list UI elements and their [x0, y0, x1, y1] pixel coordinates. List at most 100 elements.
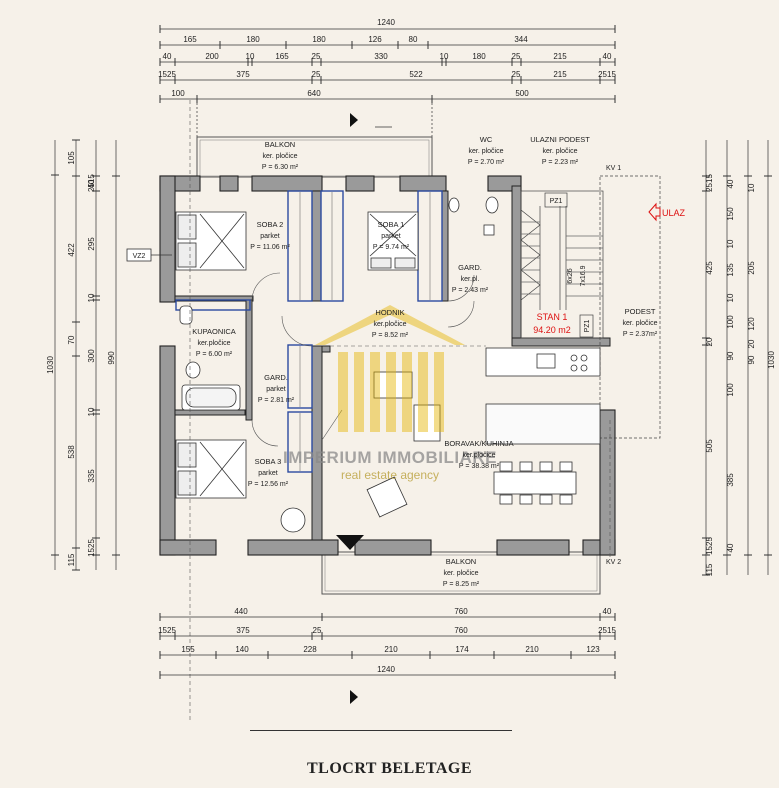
room-label-balkon-bottom: BALKON ker. pločice P = 8.25 m² — [443, 557, 480, 588]
dim-label: 100 — [171, 89, 185, 98]
room-name: PODEST — [625, 307, 656, 316]
dim-label: 538 — [67, 445, 76, 459]
dim-label: 522 — [409, 70, 423, 79]
entrance-marker: ULAZ — [648, 202, 686, 222]
dim-label: 500 — [515, 89, 529, 98]
unit-area: 94.20 m2 — [533, 325, 571, 335]
tag-vz2-text: VZ2 — [133, 253, 146, 260]
drawing-title: TLOCRT BELETAGE — [306, 760, 473, 777]
watermark-sub-text: real estate agency — [341, 468, 439, 482]
dim-label: 10 — [726, 239, 735, 248]
dimension-text-top: 1240 165 180 180 126 80 344 40 200 10 16… — [158, 18, 616, 98]
dimensions-top — [159, 25, 616, 140]
dim-label: 385 — [726, 473, 735, 487]
dim-label: 10 — [87, 293, 96, 302]
dim-left-overall: 1030 — [46, 356, 55, 374]
dim-label: 25 — [512, 52, 521, 61]
room-floor: ker. pločice — [262, 153, 297, 160]
dim-right-mid: 1030 — [767, 351, 776, 369]
room-label-soba2: SOBA 2 parket P = 11.06 m² — [250, 220, 290, 251]
bed-soba2 — [175, 211, 247, 271]
dim-label: 375 — [236, 626, 250, 635]
dim-label: 70 — [67, 335, 76, 344]
dim-label: 2515 — [705, 174, 714, 192]
room-label-wc: WC ker. pločice P = 2.70 m² — [468, 135, 505, 166]
entrance-arrow-icon — [648, 202, 661, 222]
room-area: P = 6.00 m² — [196, 351, 233, 358]
dim-label: 80 — [409, 35, 418, 44]
room-label-boravak: BORAVAK/KUHINJA ker.pločice P = 38.38 m² — [444, 439, 513, 470]
dining-table — [493, 461, 577, 505]
room-label-kupaonica: KUPAONICA ker.pločice P = 6.00 m² — [192, 327, 236, 358]
tag-pz1: PZ1 — [550, 198, 563, 205]
section-arrow-icon — [336, 535, 364, 550]
dim-label: 425 — [705, 261, 714, 275]
dim-label: 40 — [603, 607, 612, 616]
dim-label: 165 — [183, 35, 197, 44]
stair-spec: 6x26 — [567, 268, 574, 283]
room-label-soba3: SOBA 3 parket P = 12.56 m² — [248, 457, 289, 488]
dim-label: 115 — [67, 553, 76, 566]
watermark-logo-icon — [315, 305, 465, 432]
wardrobes — [175, 190, 443, 473]
dim-label: 115 — [705, 563, 714, 576]
section-markers — [336, 113, 392, 704]
dim-label: 10 — [87, 407, 96, 416]
dim-label: 228 — [303, 645, 317, 654]
dim-label: 215 — [553, 52, 567, 61]
room-floor: ker. pločice — [542, 148, 577, 155]
dim-label: 330 — [374, 52, 388, 61]
room-label-ulazni-podest: ULAZNI PODEST ker. pločice P = 2.23 m² — [530, 135, 590, 166]
tag-pz1: PZ1 — [584, 319, 591, 332]
room-area: P = 8.25 m² — [443, 581, 480, 588]
room-name: ULAZNI PODEST — [530, 135, 590, 144]
balcony-bottom — [321, 551, 601, 595]
room-label-gard1: GARD. ker.pl. P = 2.43 m² — [452, 263, 489, 294]
room-floor: parket — [381, 233, 401, 240]
dim-label: 20 — [705, 337, 714, 346]
dim-label: 180 — [312, 35, 326, 44]
wardrobe-hatch — [299, 192, 431, 471]
dim-label: 10 — [440, 52, 449, 61]
entrance-label: ULAZ — [662, 208, 686, 218]
bathroom-fixtures — [179, 196, 499, 411]
dim-label: 25 — [312, 52, 321, 61]
dim-left-mid: 990 — [107, 351, 116, 365]
room-area: P = 6.30 m² — [262, 164, 299, 171]
dim-label: 2515 — [87, 174, 96, 192]
watermark: IMPERIUM IMMOBILIARE real estate agency — [283, 305, 497, 482]
doors — [251, 272, 475, 447]
dim-label: 1525 — [158, 70, 176, 79]
opening-lines — [189, 100, 611, 720]
dim-label: 90 — [726, 351, 735, 360]
room-floor: ker.pločice — [197, 340, 230, 347]
room-floor: parket — [266, 386, 286, 393]
tag-vz2: VZ2 — [126, 248, 172, 262]
room-name: SOBA 1 — [378, 220, 405, 229]
dim-label: 126 — [368, 35, 382, 44]
room-area: P = 9.74 m² — [373, 244, 410, 251]
dim-label: 10 — [747, 183, 756, 192]
dim-label: 505 — [705, 439, 714, 453]
room-area: P = 2.37m² — [623, 331, 658, 338]
dimensions-left — [51, 139, 120, 571]
room-area: P = 2.81 m² — [258, 397, 295, 404]
stair-spec: 7x16.9 — [580, 265, 587, 286]
dim-label: 210 — [525, 645, 539, 654]
dim-label: 140 — [235, 645, 249, 654]
watermark-main-text: IMPERIUM IMMOBILIARE — [283, 448, 497, 467]
dimensions-right — [702, 140, 772, 576]
room-floor: ker. pločice — [443, 570, 478, 577]
living-furniture — [280, 371, 441, 533]
dim-label: 105 — [67, 151, 76, 165]
staircase — [520, 175, 661, 439]
room-name: SOBA 3 — [255, 457, 282, 466]
room-area: P = 2.43 m² — [452, 287, 489, 294]
room-label-gard2: GARD. parket P = 2.81 m² — [258, 373, 295, 404]
dim-label: 2515 — [598, 626, 616, 635]
dim-label: 760 — [454, 626, 468, 635]
section-arrow-icon — [350, 113, 358, 127]
room-name: BALKON — [265, 140, 295, 149]
dim-top-overall: 1240 — [377, 18, 395, 27]
dim-label: 100 — [726, 383, 735, 397]
